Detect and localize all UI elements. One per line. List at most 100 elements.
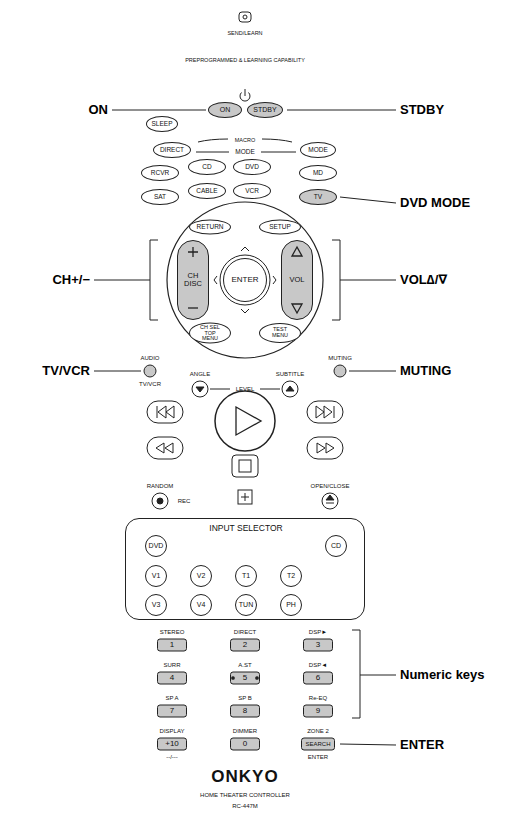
printed-label: HOME THEATER CONTROLLER bbox=[200, 792, 290, 799]
remote-button: 2 bbox=[230, 639, 260, 652]
remote-button: MD bbox=[299, 165, 337, 181]
printed-label: DISPLAY bbox=[160, 728, 185, 735]
remote-button: 5 bbox=[230, 672, 260, 685]
button-label: TV bbox=[314, 194, 322, 201]
remote-decor bbox=[326, 495, 334, 503]
remote-decor bbox=[334, 365, 346, 377]
remote-button: PH bbox=[280, 594, 302, 616]
remote-button: TV bbox=[299, 189, 337, 205]
button-label: PH bbox=[286, 601, 296, 608]
remote-decor bbox=[156, 443, 173, 453]
button-symbol bbox=[188, 247, 198, 257]
callout-label: TV/VCR bbox=[42, 364, 90, 378]
button-label: ENTER bbox=[231, 276, 258, 284]
remote-decor bbox=[157, 406, 174, 418]
remote-decor bbox=[196, 387, 204, 392]
printed-label: ANGLE bbox=[190, 371, 210, 378]
remote-decor bbox=[144, 365, 156, 377]
remote-decor bbox=[157, 498, 163, 504]
remote-decor bbox=[239, 12, 251, 22]
button-label: CD bbox=[331, 542, 341, 549]
button-label: DIRECT bbox=[160, 147, 184, 154]
remote-button: SAT bbox=[141, 189, 179, 205]
remote-decor bbox=[147, 401, 183, 423]
remote-button: CABLE bbox=[188, 183, 226, 199]
button-label: STDBY bbox=[253, 106, 276, 113]
button-label: RCVR bbox=[151, 170, 169, 177]
remote-button: 6 bbox=[303, 672, 333, 685]
remote-button: 7 bbox=[157, 705, 187, 718]
remote-decor bbox=[167, 202, 323, 358]
remote-button: CD bbox=[325, 535, 347, 557]
printed-label: MUTING bbox=[328, 355, 352, 362]
remote-decor bbox=[236, 407, 261, 435]
button-symbol bbox=[188, 307, 198, 308]
button-label: CD bbox=[202, 164, 211, 171]
leader-line bbox=[332, 240, 396, 320]
remote-button: T1 bbox=[235, 565, 257, 587]
button-label: 1 bbox=[170, 641, 174, 649]
printed-label: SP A bbox=[165, 695, 178, 702]
remote-outline-path bbox=[97, 5, 393, 829]
callout-label: ON bbox=[89, 103, 109, 117]
remote-button: SLEEP bbox=[146, 116, 178, 132]
remote-decor bbox=[147, 437, 183, 459]
button-label: T2 bbox=[287, 572, 295, 579]
button-symbol bbox=[256, 677, 258, 679]
button-label: 8 bbox=[243, 707, 247, 715]
printed-label: ONKYO bbox=[211, 768, 278, 787]
button-label: V3 bbox=[152, 601, 161, 608]
button-label: SAT bbox=[154, 194, 166, 201]
remote-decor bbox=[282, 381, 298, 397]
printed-label: DIMMER bbox=[233, 728, 257, 735]
remote-button: ON bbox=[208, 102, 242, 118]
remote-button: RETURN bbox=[189, 220, 231, 235]
printed-label: DIRECT bbox=[234, 629, 256, 636]
callout-label: STDBY bbox=[400, 103, 444, 117]
remote-button: STDBY bbox=[247, 102, 283, 118]
printed-label: STEREO bbox=[160, 629, 185, 636]
remote-button: T2 bbox=[280, 565, 302, 587]
printed-label: MACRO bbox=[235, 137, 255, 143]
remote-button: DVD bbox=[233, 159, 271, 175]
printed-label: RC-447M bbox=[232, 803, 258, 810]
leader-line bbox=[352, 630, 396, 718]
button-label: MODE bbox=[308, 147, 328, 154]
remote-button: TEST MENU bbox=[259, 323, 301, 343]
remote-decor bbox=[286, 386, 294, 391]
callout-label: Numeric keys bbox=[400, 668, 485, 682]
remote-decor bbox=[220, 255, 270, 305]
remote-button: CH DISC bbox=[177, 240, 209, 320]
callout-label: MUTING bbox=[400, 364, 451, 378]
remote-button: 8 bbox=[230, 705, 260, 718]
button-label: RETURN bbox=[196, 224, 223, 231]
remote-decor bbox=[240, 89, 250, 101]
remote-button: 9 bbox=[303, 705, 333, 718]
input-selector-panel: DVDCDV1V2T1T2V3V4TUNPHINPUT SELECTOR bbox=[125, 518, 365, 620]
button-label: 4 bbox=[170, 674, 174, 682]
remote-button: CD bbox=[188, 159, 226, 175]
printed-label: SUBTITLE bbox=[276, 371, 305, 378]
remote-button: VCR bbox=[233, 183, 271, 199]
printed-label: LEVEL bbox=[236, 386, 255, 393]
printed-label: Re-EQ bbox=[309, 695, 327, 702]
button-symbol bbox=[292, 247, 302, 256]
callout-label: VOL∆/∇ bbox=[400, 273, 447, 287]
printed-label: REC bbox=[178, 498, 191, 505]
remote-button: TUN bbox=[235, 594, 257, 616]
remote-decor bbox=[144, 12, 346, 509]
leader-line bbox=[340, 197, 396, 203]
remote-button: 1 bbox=[157, 639, 187, 652]
panel-title: INPUT SELECTOR bbox=[209, 524, 282, 533]
printed-label: PREPROGRAMMED & LEARNING CAPABILITY bbox=[185, 57, 305, 63]
remote-button: V2 bbox=[190, 565, 212, 587]
printed-label: SP B bbox=[238, 695, 252, 702]
printed-label: AUDIO bbox=[140, 355, 159, 362]
printed-label: RANDOM bbox=[147, 483, 174, 490]
button-label: VCR bbox=[245, 188, 259, 195]
remote-decor bbox=[243, 15, 247, 19]
button-label: V2 bbox=[197, 572, 206, 579]
remote-button: 4 bbox=[157, 672, 187, 685]
remote-button: SEARCH bbox=[301, 738, 335, 751]
